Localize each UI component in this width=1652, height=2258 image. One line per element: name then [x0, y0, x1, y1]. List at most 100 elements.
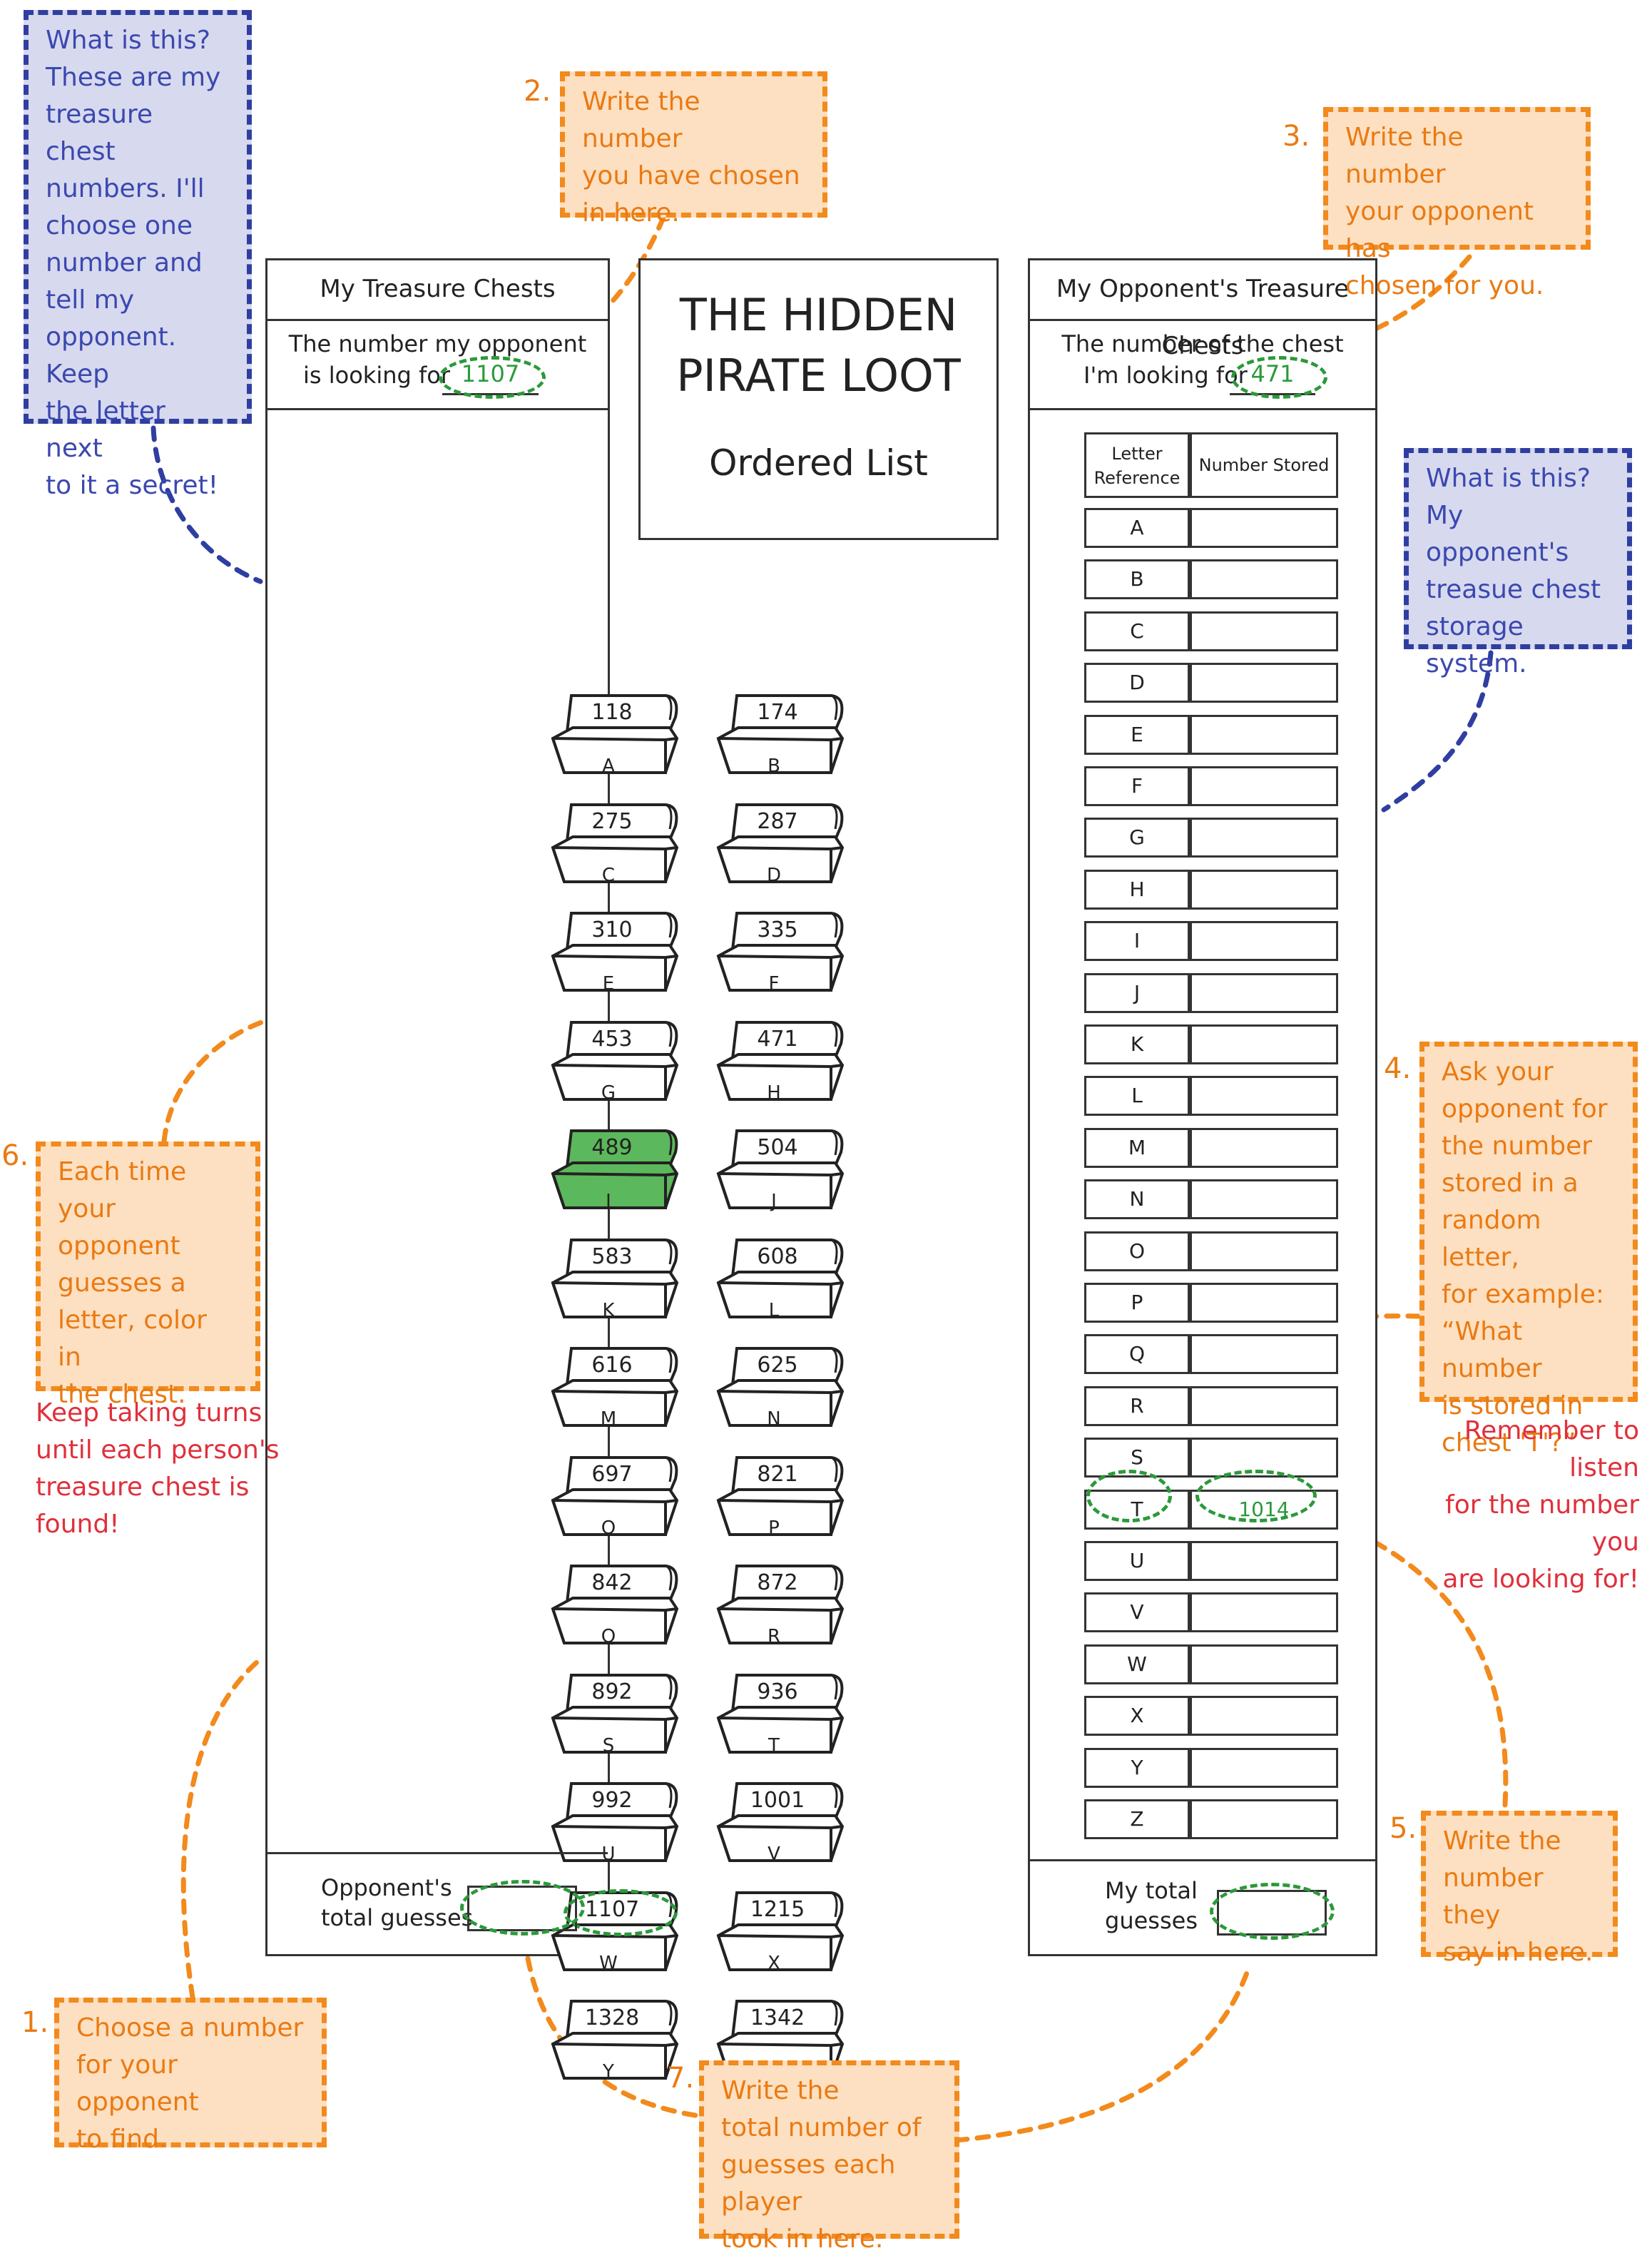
table-row-letter: W: [1084, 1644, 1190, 1684]
table-row-number-stored[interactable]: [1190, 766, 1338, 806]
table-row-letter: P: [1084, 1283, 1190, 1323]
chest-letter: V: [768, 1843, 780, 1865]
note-line: Write the: [1443, 1826, 1561, 1856]
connector-step7-right: [953, 1966, 1251, 2143]
chest-letter: J: [771, 1191, 777, 1212]
looking-for-label-1: The number of the chest: [1061, 330, 1344, 357]
note-line: in here.: [582, 198, 680, 228]
chest-letter: H: [767, 1082, 781, 1104]
table-row-number-stored[interactable]: [1190, 1076, 1338, 1117]
chest-letter: B: [768, 756, 780, 777]
note-line: Keep taking turns: [36, 1398, 262, 1428]
note-line: to it a secret!: [46, 471, 219, 500]
table-row-number-stored[interactable]: [1190, 1644, 1338, 1684]
chest-letter: R: [767, 1626, 781, 1647]
opponent-guesses-highlight: [460, 1880, 585, 1936]
chest-number: 608: [757, 1244, 798, 1269]
table-row-number-stored[interactable]: [1190, 1385, 1338, 1426]
table-row-number-stored[interactable]: [1190, 921, 1338, 962]
row-t-number-highlight: [1195, 1470, 1317, 1522]
chest-letter: E: [602, 973, 615, 995]
note-line: is stored in: [1442, 1391, 1584, 1420]
note-line: treasure chest is: [36, 1473, 250, 1502]
chest-number: 872: [757, 1570, 798, 1595]
connector-blue-left: [151, 425, 263, 584]
looking-for-section: The number my opponent is looking for 11…: [267, 319, 608, 410]
table-row-number-stored[interactable]: [1190, 559, 1338, 600]
note-line: treasue chest: [1426, 575, 1601, 604]
note-line: Ask your: [1442, 1057, 1554, 1087]
chest-icon: [716, 1129, 845, 1209]
chest-number: 1001: [750, 1788, 805, 1813]
table-row-number-stored[interactable]: [1190, 663, 1338, 703]
chest-number: 504: [757, 1135, 798, 1160]
table-row-number-stored[interactable]: [1190, 1334, 1338, 1375]
table-row-number-stored[interactable]: [1190, 508, 1338, 548]
table-row-number-stored[interactable]: [1190, 972, 1338, 1013]
chest-icon: [716, 803, 845, 883]
table-row-number-stored[interactable]: [1190, 1179, 1338, 1220]
table-row-number-stored[interactable]: [1190, 1127, 1338, 1168]
table-row-number-stored[interactable]: [1190, 1799, 1338, 1839]
note-line: tell my: [46, 285, 135, 315]
table-row-number-stored[interactable]: [1190, 1747, 1338, 1788]
table-row-number-stored[interactable]: [1190, 1696, 1338, 1736]
guesses-label-1: Opponent's: [321, 1874, 452, 1901]
chest-icon: [716, 912, 845, 992]
table-row-number-stored[interactable]: [1190, 1541, 1338, 1581]
chest-letter: K: [602, 1299, 615, 1321]
note-line: found!: [36, 1510, 120, 1539]
chest-letter: D: [766, 864, 782, 886]
table-row-number-stored[interactable]: [1190, 1231, 1338, 1271]
table-row-number-stored[interactable]: [1190, 1592, 1338, 1633]
note-line: opponent. Keep: [46, 322, 177, 389]
panel-header-text: My Treasure Chests: [320, 275, 556, 303]
note-line: chest 'T'?”: [1442, 1428, 1576, 1458]
table-row-number-stored[interactable]: [1190, 869, 1338, 910]
chest-number: 842: [591, 1570, 633, 1595]
table-row-number-stored[interactable]: [1190, 1283, 1338, 1323]
note-line: your opponent has: [1345, 197, 1534, 263]
table-row-number-stored[interactable]: [1190, 611, 1338, 651]
table-row-number-stored[interactable]: [1190, 714, 1338, 755]
table-row-number-stored[interactable]: [1190, 818, 1338, 858]
title-box: THE HIDDEN PIRATE LOOT Ordered List: [638, 258, 999, 540]
table-row-number-stored[interactable]: [1190, 1024, 1338, 1064]
chest-number: 936: [757, 1679, 798, 1704]
chest-number: 453: [591, 1026, 633, 1052]
chest-number: 118: [591, 700, 633, 725]
step-6-number: 6.: [1, 1139, 29, 1172]
chest-icon: [716, 1782, 845, 1862]
